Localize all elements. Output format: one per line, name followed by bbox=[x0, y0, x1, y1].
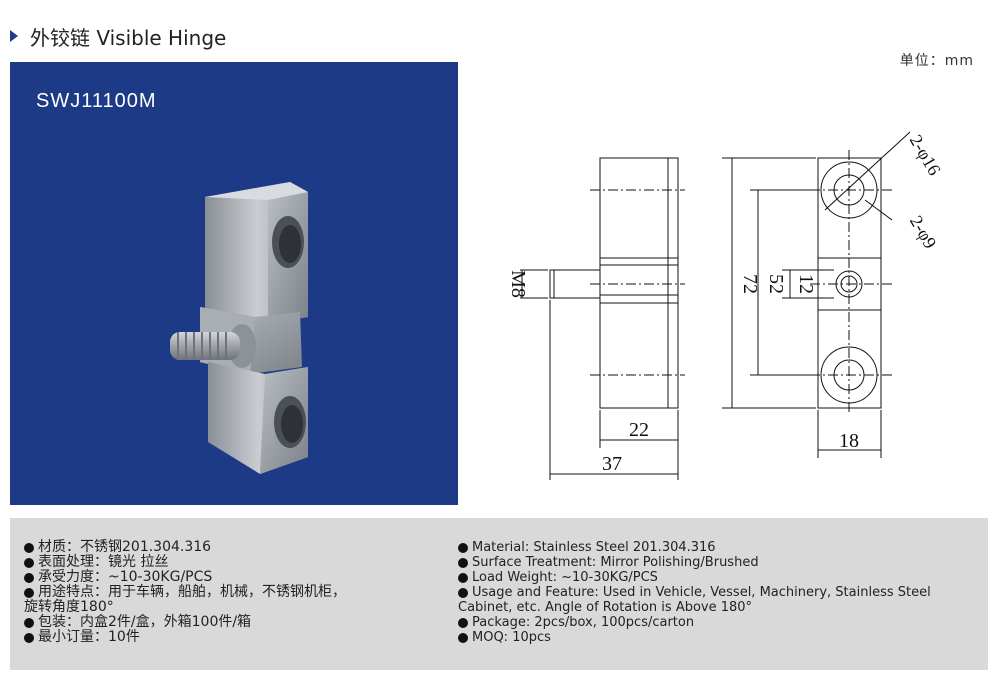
spec-item: Surface Treatment: Mirror Polishing/Brus… bbox=[458, 555, 978, 570]
spec-item: Load Weight: ~10-30KG/PCS bbox=[458, 570, 978, 585]
bullet-icon bbox=[24, 558, 34, 568]
dim-m8: M8 bbox=[507, 270, 529, 298]
spec-item: 用途特点：用于车辆，船舶，机械，不锈钢机柜， bbox=[24, 585, 444, 600]
hinge-photo bbox=[170, 182, 308, 474]
bullet-icon bbox=[458, 588, 468, 598]
bullet-icon bbox=[24, 573, 34, 583]
spec-item: Usage and Feature: Used in Vehicle, Vess… bbox=[458, 585, 978, 600]
hole-callout-16: 2-φ16 bbox=[906, 131, 945, 179]
spec-item: Material: Stainless Steel 201.304.316 bbox=[458, 540, 978, 555]
spec-item: 最小订量：10件 bbox=[24, 630, 444, 645]
dim-18: 18 bbox=[839, 430, 859, 452]
bullet-icon bbox=[458, 618, 468, 628]
hinge-bolt bbox=[170, 332, 240, 360]
bullet-icon bbox=[458, 558, 468, 568]
side-view-body bbox=[599, 157, 679, 409]
triangle-bullet-icon bbox=[10, 30, 18, 42]
spec-item: 表面处理：镜光 拉丝 bbox=[24, 555, 444, 570]
dim-52: 52 bbox=[765, 274, 787, 294]
unit-label: 单位：mm bbox=[899, 53, 974, 69]
dim-37: 37 bbox=[602, 453, 622, 475]
bullet-icon bbox=[458, 633, 468, 643]
bullet-icon bbox=[24, 588, 34, 598]
bullet-icon bbox=[458, 573, 468, 583]
bullet-icon bbox=[24, 618, 34, 628]
spec-item: Package: 2pcs/box, 100pcs/carton bbox=[458, 615, 978, 630]
bullet-icon bbox=[458, 543, 468, 553]
dim-72: 72 bbox=[739, 274, 761, 294]
spec-item: MOQ: 10pcs bbox=[458, 630, 978, 645]
spec-item: 包装：内盒2件/盒，外箱100件/箱 bbox=[24, 615, 444, 630]
technical-drawing: M8 22 37 72 52 12 18 2-φ16 2-φ9 bbox=[507, 131, 945, 480]
specs-chinese: 材质：不锈钢201.304.316 表面处理：镜光 拉丝 承受力度：~10-30… bbox=[24, 540, 444, 645]
spec-footer: 材质：不锈钢201.304.316 表面处理：镜光 拉丝 承受力度：~10-30… bbox=[10, 518, 988, 670]
product-photo-panel: SWJ11100M bbox=[10, 62, 458, 505]
bullet-icon bbox=[24, 543, 34, 553]
page-title: 外铰链 Visible Hinge bbox=[30, 25, 227, 50]
page-header: 外铰链 Visible Hinge bbox=[10, 22, 226, 50]
specs-english: Material: Stainless Steel 201.304.316 Su… bbox=[458, 540, 978, 645]
spec-item: 承受力度：~10-30KG/PCS bbox=[24, 570, 444, 585]
spec-item-continuation: Cabinet, etc. Angle of Rotation is Above… bbox=[458, 600, 753, 615]
hole-callout-9: 2-φ9 bbox=[906, 212, 941, 252]
dim-12: 12 bbox=[795, 274, 817, 294]
spec-item: 材质：不锈钢201.304.316 bbox=[24, 540, 444, 555]
product-model: SWJ11100M bbox=[36, 90, 157, 112]
bullet-icon bbox=[24, 633, 34, 643]
dim-22: 22 bbox=[629, 419, 649, 441]
spec-item-continuation: 旋转角度180° bbox=[24, 599, 114, 615]
